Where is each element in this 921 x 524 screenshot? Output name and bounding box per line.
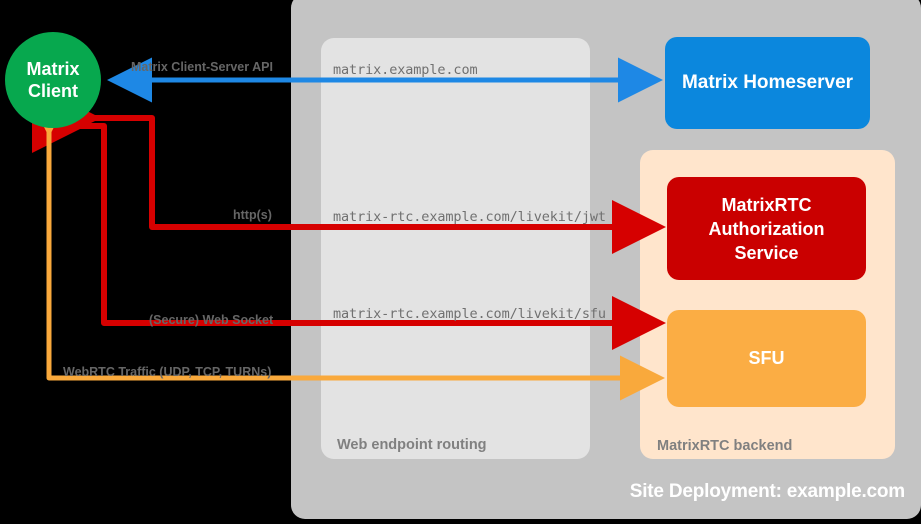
node-matrix-homeserver[interactable]: Matrix Homeserver (665, 37, 870, 129)
site-deployment-label: Site Deployment: example.com (629, 481, 905, 502)
endpoint-livekit-jwt: matrix-rtc.example.com/livekit/jwt (333, 209, 606, 225)
auth-service-label-line2: Authorization (708, 218, 825, 239)
connection-label-web-socket: (Secure) Web Socket (149, 313, 274, 327)
node-matrixrtc-authorization-service[interactable]: MatrixRTC Authorization Service (667, 177, 866, 280)
web-endpoint-routing-container (321, 38, 590, 459)
endpoint-livekit-sfu: matrix-rtc.example.com/livekit/sfu (333, 306, 606, 322)
matrix-homeserver-label: Matrix Homeserver (681, 72, 854, 93)
auth-service-label-line1: MatrixRTC (721, 194, 812, 215)
matrix-client-label-line1: Matrix (26, 59, 80, 79)
connection-label-webrtc-traffic: WebRTC Traffic (UDP, TCP, TURNs) (63, 365, 272, 379)
auth-service-label-line3: Service (734, 242, 799, 263)
matrixrtc-backend-label: MatrixRTC backend (657, 438, 793, 454)
connection-label-client-server-api: Matrix Client-Server API (131, 60, 273, 74)
node-matrix-client[interactable]: Matrix Client (5, 32, 101, 128)
connection-label-https: http(s) (233, 208, 272, 222)
sfu-label: SFU (748, 348, 785, 368)
web-endpoint-routing-label: Web endpoint routing (337, 437, 487, 453)
matrix-client-label-line2: Client (27, 81, 78, 101)
node-sfu[interactable]: SFU (667, 310, 866, 407)
endpoint-matrix-example-com: matrix.example.com (333, 62, 478, 78)
